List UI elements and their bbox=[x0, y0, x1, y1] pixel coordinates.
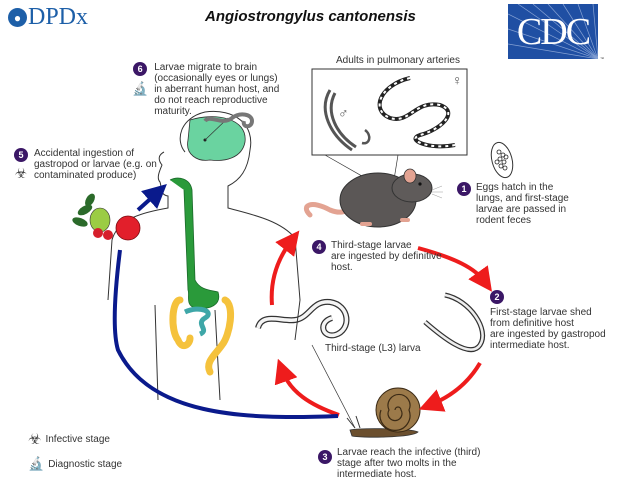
step-3: 3 Larvae reach the infective (third)stag… bbox=[318, 447, 480, 480]
cdc-logo: CDC bbox=[508, 4, 598, 59]
dpdx-microscope-icon: ● bbox=[8, 8, 27, 27]
step-2-badge: 2 bbox=[490, 290, 504, 304]
arrow-snail-to-human bbox=[112, 249, 339, 419]
legend-diagnostic-label: Diagnostic stage bbox=[48, 458, 123, 470]
step-6-badge: 6 bbox=[133, 62, 148, 76]
legend-infective: ☣ Infective stage bbox=[28, 430, 110, 448]
snail-icon bbox=[346, 387, 421, 438]
adults-box bbox=[311, 68, 468, 193]
step-5-badge: 5 bbox=[14, 148, 28, 162]
male-symbol: ♂ bbox=[338, 105, 349, 121]
female-adult-worm-icon bbox=[377, 76, 456, 149]
egg-icon bbox=[490, 141, 514, 179]
legend-diagnostic: 🔬 Diagnostic stage bbox=[28, 456, 122, 472]
digestive-tract-icon bbox=[169, 177, 220, 309]
third-stage-larva-icon bbox=[255, 298, 356, 429]
brain-icon bbox=[187, 116, 246, 161]
dpdx-logo: ● DPDx bbox=[8, 4, 88, 31]
l3-larva-label: Third-stage (L3) larva bbox=[325, 343, 421, 354]
arrow-produce-to-mouth bbox=[136, 183, 167, 212]
step-1-badge: 1 bbox=[457, 182, 471, 196]
microscope-icon: 🔬 bbox=[28, 456, 45, 471]
biohazard-icon: ☣ bbox=[28, 431, 42, 448]
legend-infective-label: Infective stage bbox=[45, 433, 110, 445]
step-3-badge: 3 bbox=[318, 450, 332, 464]
arrow-snail-to-l3 bbox=[274, 358, 340, 417]
male-adult-worm-icon bbox=[323, 89, 371, 152]
step-6-text: Larvae migrate to brain(occasionally eye… bbox=[154, 62, 280, 117]
cdc-rays-icon bbox=[508, 4, 598, 59]
step-3-text: Larvae reach the infective (third)stage … bbox=[337, 447, 481, 480]
step-4-badge: 4 bbox=[312, 240, 326, 254]
produce-icon bbox=[72, 193, 141, 241]
microscope-icon: 🔬 bbox=[132, 81, 149, 96]
rat-icon bbox=[303, 168, 443, 228]
arrow-rat-to-l1 bbox=[417, 246, 492, 292]
biohazard-icon: ☣ bbox=[14, 165, 28, 181]
arrow-l3-to-rat bbox=[269, 230, 300, 306]
human-figure bbox=[107, 110, 301, 401]
adults-box-label: Adults in pulmonary arteries bbox=[336, 55, 460, 66]
first-stage-larva-icon bbox=[423, 292, 485, 353]
small-intestine-icon bbox=[183, 306, 211, 337]
dpdx-logo-text: DPDx bbox=[28, 4, 89, 30]
step-6: 6 🔬 Larvae migrate to brain(occasionally… bbox=[132, 62, 279, 117]
page-title: Angiostrongylus cantonensis bbox=[205, 8, 416, 25]
colon-icon bbox=[169, 296, 235, 376]
trademark: ™ bbox=[600, 56, 604, 61]
arrow-l1-to-snail bbox=[418, 361, 482, 412]
cdc-logo-text: CDC bbox=[516, 10, 591, 53]
female-symbol: ♀ bbox=[452, 72, 463, 88]
